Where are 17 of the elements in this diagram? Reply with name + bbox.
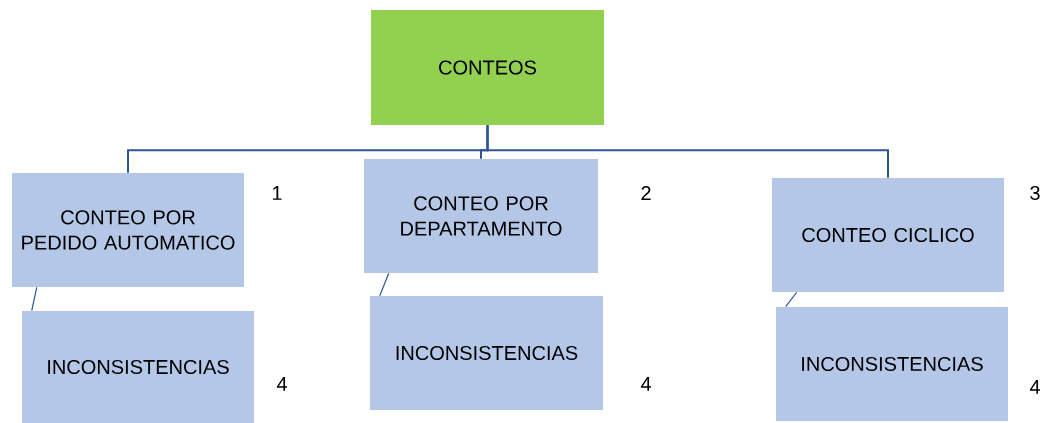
- connector-line: [785, 291, 798, 308]
- connector-line: [31, 286, 38, 312]
- number-label: 4: [1029, 380, 1040, 394]
- connector-line: [379, 272, 390, 297]
- number-label: 2: [641, 186, 651, 200]
- number-label: 1: [273, 186, 282, 200]
- connector-line: [486, 124, 889, 179]
- number-label: 4: [276, 377, 287, 391]
- box: CONTEO POR PEDIDO AUTOMATICO: [12, 173, 244, 287]
- box: CONTEO POR DEPARTAMENTO: [364, 159, 598, 273]
- box: CONTEOS: [371, 10, 604, 125]
- box: INCONSISTENCIAS: [370, 296, 603, 410]
- box: INCONSISTENCIAS: [776, 307, 1008, 421]
- box: CONTEO CICLICO: [772, 178, 1004, 292]
- number-label: 4: [640, 377, 651, 391]
- box: INCONSISTENCIAS: [22, 311, 254, 423]
- number-label: 3: [1030, 185, 1040, 201]
